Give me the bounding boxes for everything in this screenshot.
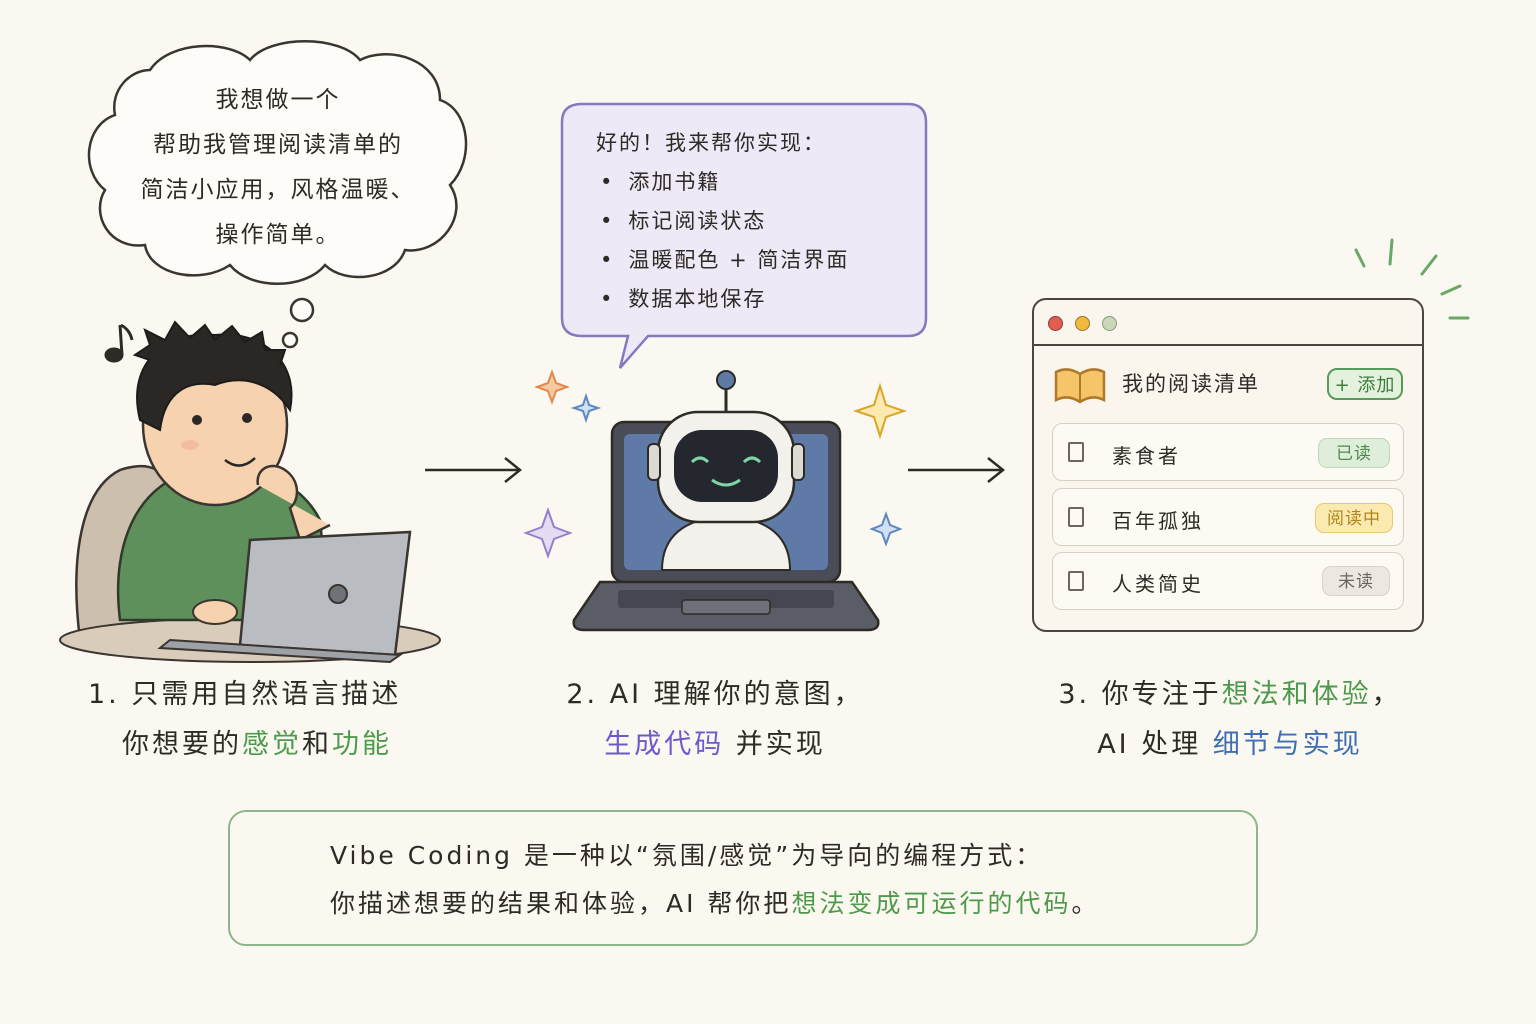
- speech-bubble-text: 好的！我来帮你实现： 添加书籍 标记阅读状态 温暖配色 + 简洁界面 数据本地保…: [596, 124, 916, 319]
- step-2-text: 并实现: [724, 729, 826, 760]
- arrow-step2-to-step3: [908, 457, 1006, 483]
- step-3-line2: AI 处理 细节与实现: [1020, 720, 1440, 770]
- step-1-line1: 1. 只需用自然语言描述: [88, 679, 402, 710]
- step-2-highlight: 生成代码: [604, 729, 725, 760]
- note-line-1: Vibe Coding 是一种以“氛围/感觉”为导向的编程方式：: [330, 841, 1044, 870]
- thought-line: 帮助我管理阅读清单的: [153, 132, 403, 158]
- robot-laptop: [572, 370, 880, 632]
- document-icon: [1068, 442, 1084, 462]
- music-note-icon: [104, 323, 134, 363]
- note-line-2: 你描述想要的结果和体验，AI 帮你把想法变成可运行的代码。: [330, 880, 1099, 928]
- highlight-burst: [1354, 238, 1470, 320]
- step-3-text: 3. 你专注于: [1058, 679, 1222, 710]
- step-3-line1: 3. 你专注于想法和体验，: [1020, 670, 1440, 720]
- step-3-text: ，: [1371, 679, 1402, 710]
- thought-line: 我想做一个: [215, 87, 341, 113]
- thought-bubble: [87, 40, 468, 285]
- summary-note: [228, 810, 1258, 946]
- arrow-step1-to-step2: [425, 457, 523, 483]
- minimize-dot[interactable]: [1075, 316, 1091, 331]
- step-1-caption: 1. 只需用自然语言描述 你想要的感觉和功能: [88, 670, 448, 770]
- thought-dot-small: [281, 331, 299, 349]
- thought-line: 简洁小应用，风格温暖、: [140, 177, 416, 203]
- note-text: 。: [1071, 889, 1100, 918]
- step-3-text: AI 处理: [1097, 729, 1213, 760]
- sparkle-icons: [523, 369, 908, 560]
- speech-item: 数据本地保存: [596, 280, 916, 319]
- status-badge[interactable]: 未读: [1322, 566, 1390, 596]
- thought-bubble-text: 我想做一个 帮助我管理阅读清单的 简洁小应用，风格温暖、 操作简单。: [100, 78, 456, 258]
- step-2-line2: 生成代码 并实现: [540, 720, 890, 770]
- thought-dot-large: [289, 297, 315, 323]
- note-highlight: 想法变成可运行的代码: [791, 889, 1072, 918]
- document-icon: [1068, 507, 1084, 527]
- step-1-text: 你想要的: [122, 729, 242, 760]
- close-dot[interactable]: [1048, 316, 1063, 331]
- titlebar-divider: [1034, 344, 1422, 346]
- note-text: 你描述想要的结果和体验，AI 帮你把: [330, 889, 792, 918]
- step-2-line1: 2. AI 理解你的意图，: [566, 679, 864, 710]
- maximize-dot[interactable]: [1102, 316, 1118, 331]
- book-title: 人类简史: [1112, 572, 1204, 596]
- step-3-caption: 3. 你专注于想法和体验， AI 处理 细节与实现: [1020, 670, 1440, 770]
- book-title: 素食者: [1112, 444, 1181, 468]
- status-badge[interactable]: 阅读中: [1315, 503, 1393, 533]
- speech-item: 标记阅读状态: [596, 202, 916, 241]
- book-row[interactable]: [1052, 488, 1404, 546]
- app-title: 我的阅读清单: [1122, 372, 1260, 396]
- add-book-button[interactable]: + 添加: [1327, 368, 1403, 400]
- speech-intro: 好的！我来帮你实现：: [596, 131, 826, 155]
- step-1-line2: 你想要的感觉和功能: [88, 720, 448, 770]
- step-2-caption: 2. AI 理解你的意图， 生成代码 并实现: [540, 670, 890, 770]
- book-title: 百年孤独: [1112, 509, 1204, 533]
- document-icon: [1068, 571, 1084, 591]
- step-1-highlight: 感觉: [242, 729, 302, 760]
- step-3-highlight: 想法和体验: [1221, 679, 1372, 710]
- step-1-highlight: 功能: [332, 729, 392, 760]
- speech-item: 添加书籍: [596, 163, 916, 202]
- person-laptop: [157, 530, 412, 664]
- step-3-highlight: 细节与实现: [1212, 729, 1363, 760]
- book-open-icon: [1054, 368, 1106, 404]
- status-badge[interactable]: 已读: [1318, 438, 1390, 468]
- window-controls: [1048, 316, 1118, 335]
- step-1-text: 和: [302, 729, 332, 760]
- speech-item: 温暖配色 + 简洁界面: [596, 241, 916, 280]
- thought-line: 操作简单。: [215, 222, 341, 248]
